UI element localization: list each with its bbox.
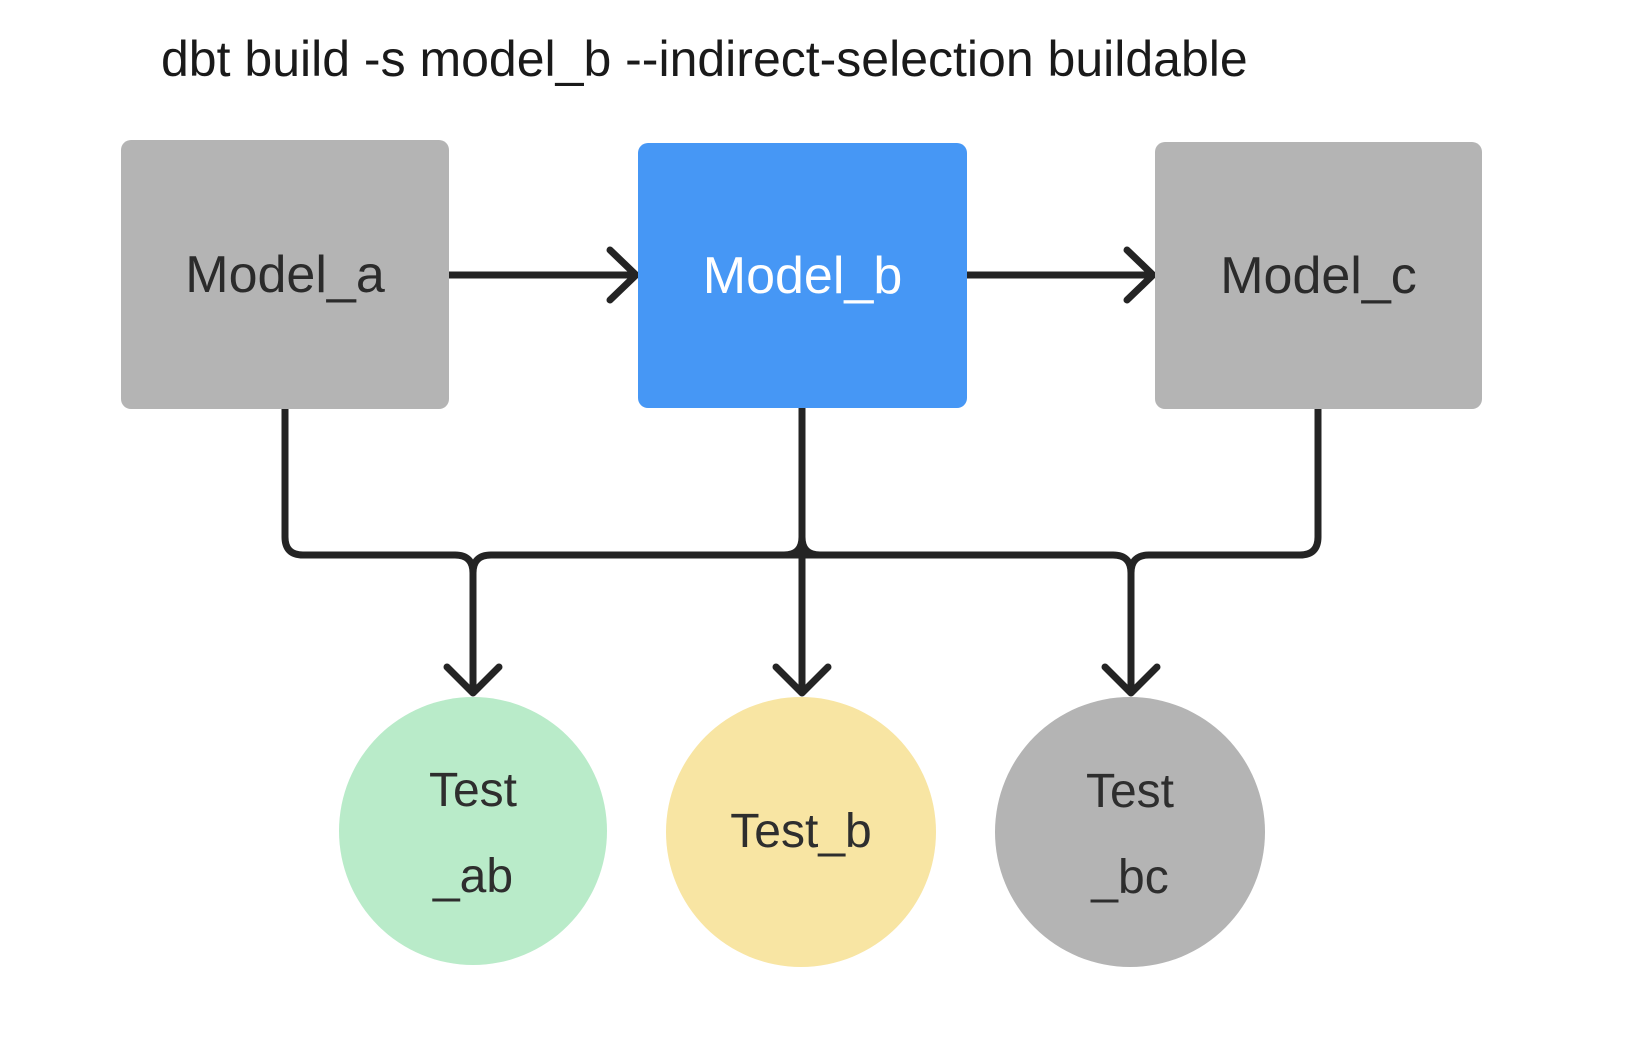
node-test-ab-label-line1: Test — [428, 764, 518, 817]
node-test-ab[interactable]: Test _ab — [339, 697, 607, 965]
diagram-title: dbt build -s model_b --indirect-selectio… — [161, 31, 1248, 87]
node-test-b[interactable]: Test_b — [666, 697, 936, 967]
node-model-c-label: Model_c — [1220, 246, 1417, 305]
edge-model-c-to-test-bc — [1127, 405, 1322, 694]
node-test-bc-label-line1: Test — [1085, 765, 1175, 818]
edge-bus-fillets-model-b — [780, 533, 824, 559]
node-test-bc-label-line2: _bc — [1091, 851, 1169, 904]
node-test-b-label: Test_b — [730, 805, 872, 858]
arrowhead-test-ab — [443, 663, 503, 697]
node-model-b[interactable]: Model_b — [638, 143, 967, 408]
arrowhead-model-b — [606, 246, 640, 304]
node-model-b-label: Model_b — [702, 246, 903, 305]
node-test-ab-label-line2: _ab — [432, 850, 514, 903]
arrowhead-test-b — [772, 663, 832, 697]
node-model-c[interactable]: Model_c — [1155, 142, 1482, 409]
arrowhead-test-bc — [1101, 663, 1161, 697]
node-test-bc[interactable]: Test _bc — [995, 697, 1265, 967]
edge-model-a-to-test-ab — [281, 405, 477, 694]
node-model-a-label: Model_a — [185, 245, 385, 304]
node-model-a[interactable]: Model_a — [121, 140, 449, 409]
arrowhead-model-c — [1123, 246, 1157, 304]
edge-bus-horizontal — [469, 551, 1135, 577]
